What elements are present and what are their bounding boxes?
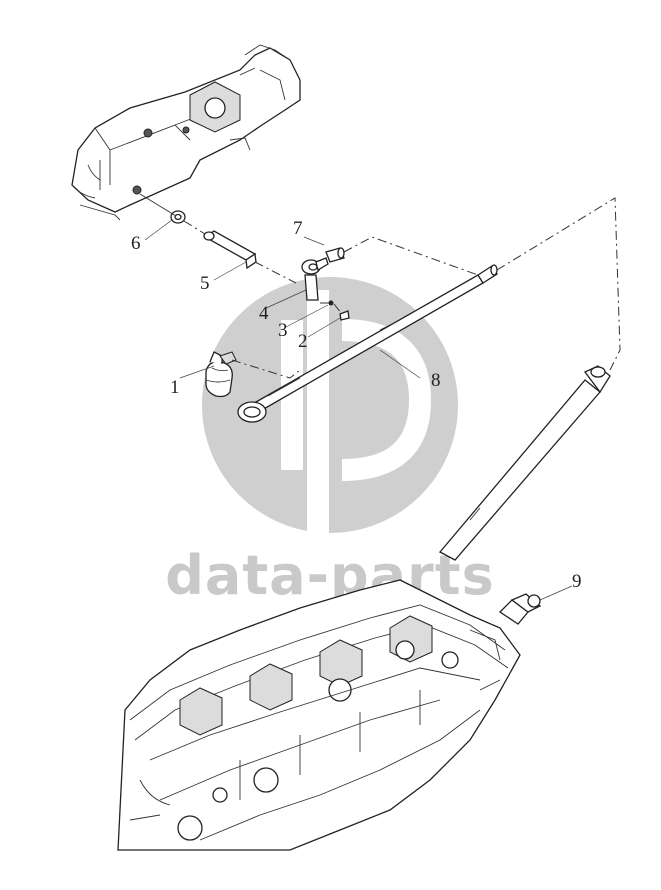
callout-5: 5 [200, 273, 210, 294]
part-5-adapter [203, 230, 257, 270]
part-6-washer [170, 210, 186, 224]
part-7-banjo-bolt [325, 247, 345, 263]
part-4-banjo-fitting [301, 257, 329, 301]
part-5-axis-line [183, 220, 206, 235]
oil-return-tube [438, 365, 611, 561]
part-9-plug [498, 593, 542, 625]
leader-lines [144, 219, 573, 601]
callout-6: 6 [131, 233, 141, 254]
callout-1: 1 [170, 377, 180, 398]
part-6-axis-line [139, 193, 177, 217]
part-8-oil-tube [237, 264, 498, 423]
cylinder-head [117, 579, 521, 851]
callout-labels: 1 2 3 4 5 6 7 8 9 [131, 218, 582, 592]
exhaust-manifold [71, 44, 301, 221]
part-2-screw [339, 310, 350, 321]
callout-7: 7 [293, 218, 303, 239]
callout-8: 8 [431, 370, 441, 391]
callout-4: 4 [259, 303, 269, 324]
assembly-centerlines [231, 197, 621, 379]
watermark-text: data-parts [165, 544, 494, 607]
callout-3: 3 [278, 320, 288, 341]
callout-2: 2 [298, 331, 308, 352]
callout-9: 9 [572, 571, 582, 592]
part-1-clamp [205, 351, 237, 398]
dp-logo-icon [202, 277, 458, 540]
part-3-seal [328, 300, 334, 306]
